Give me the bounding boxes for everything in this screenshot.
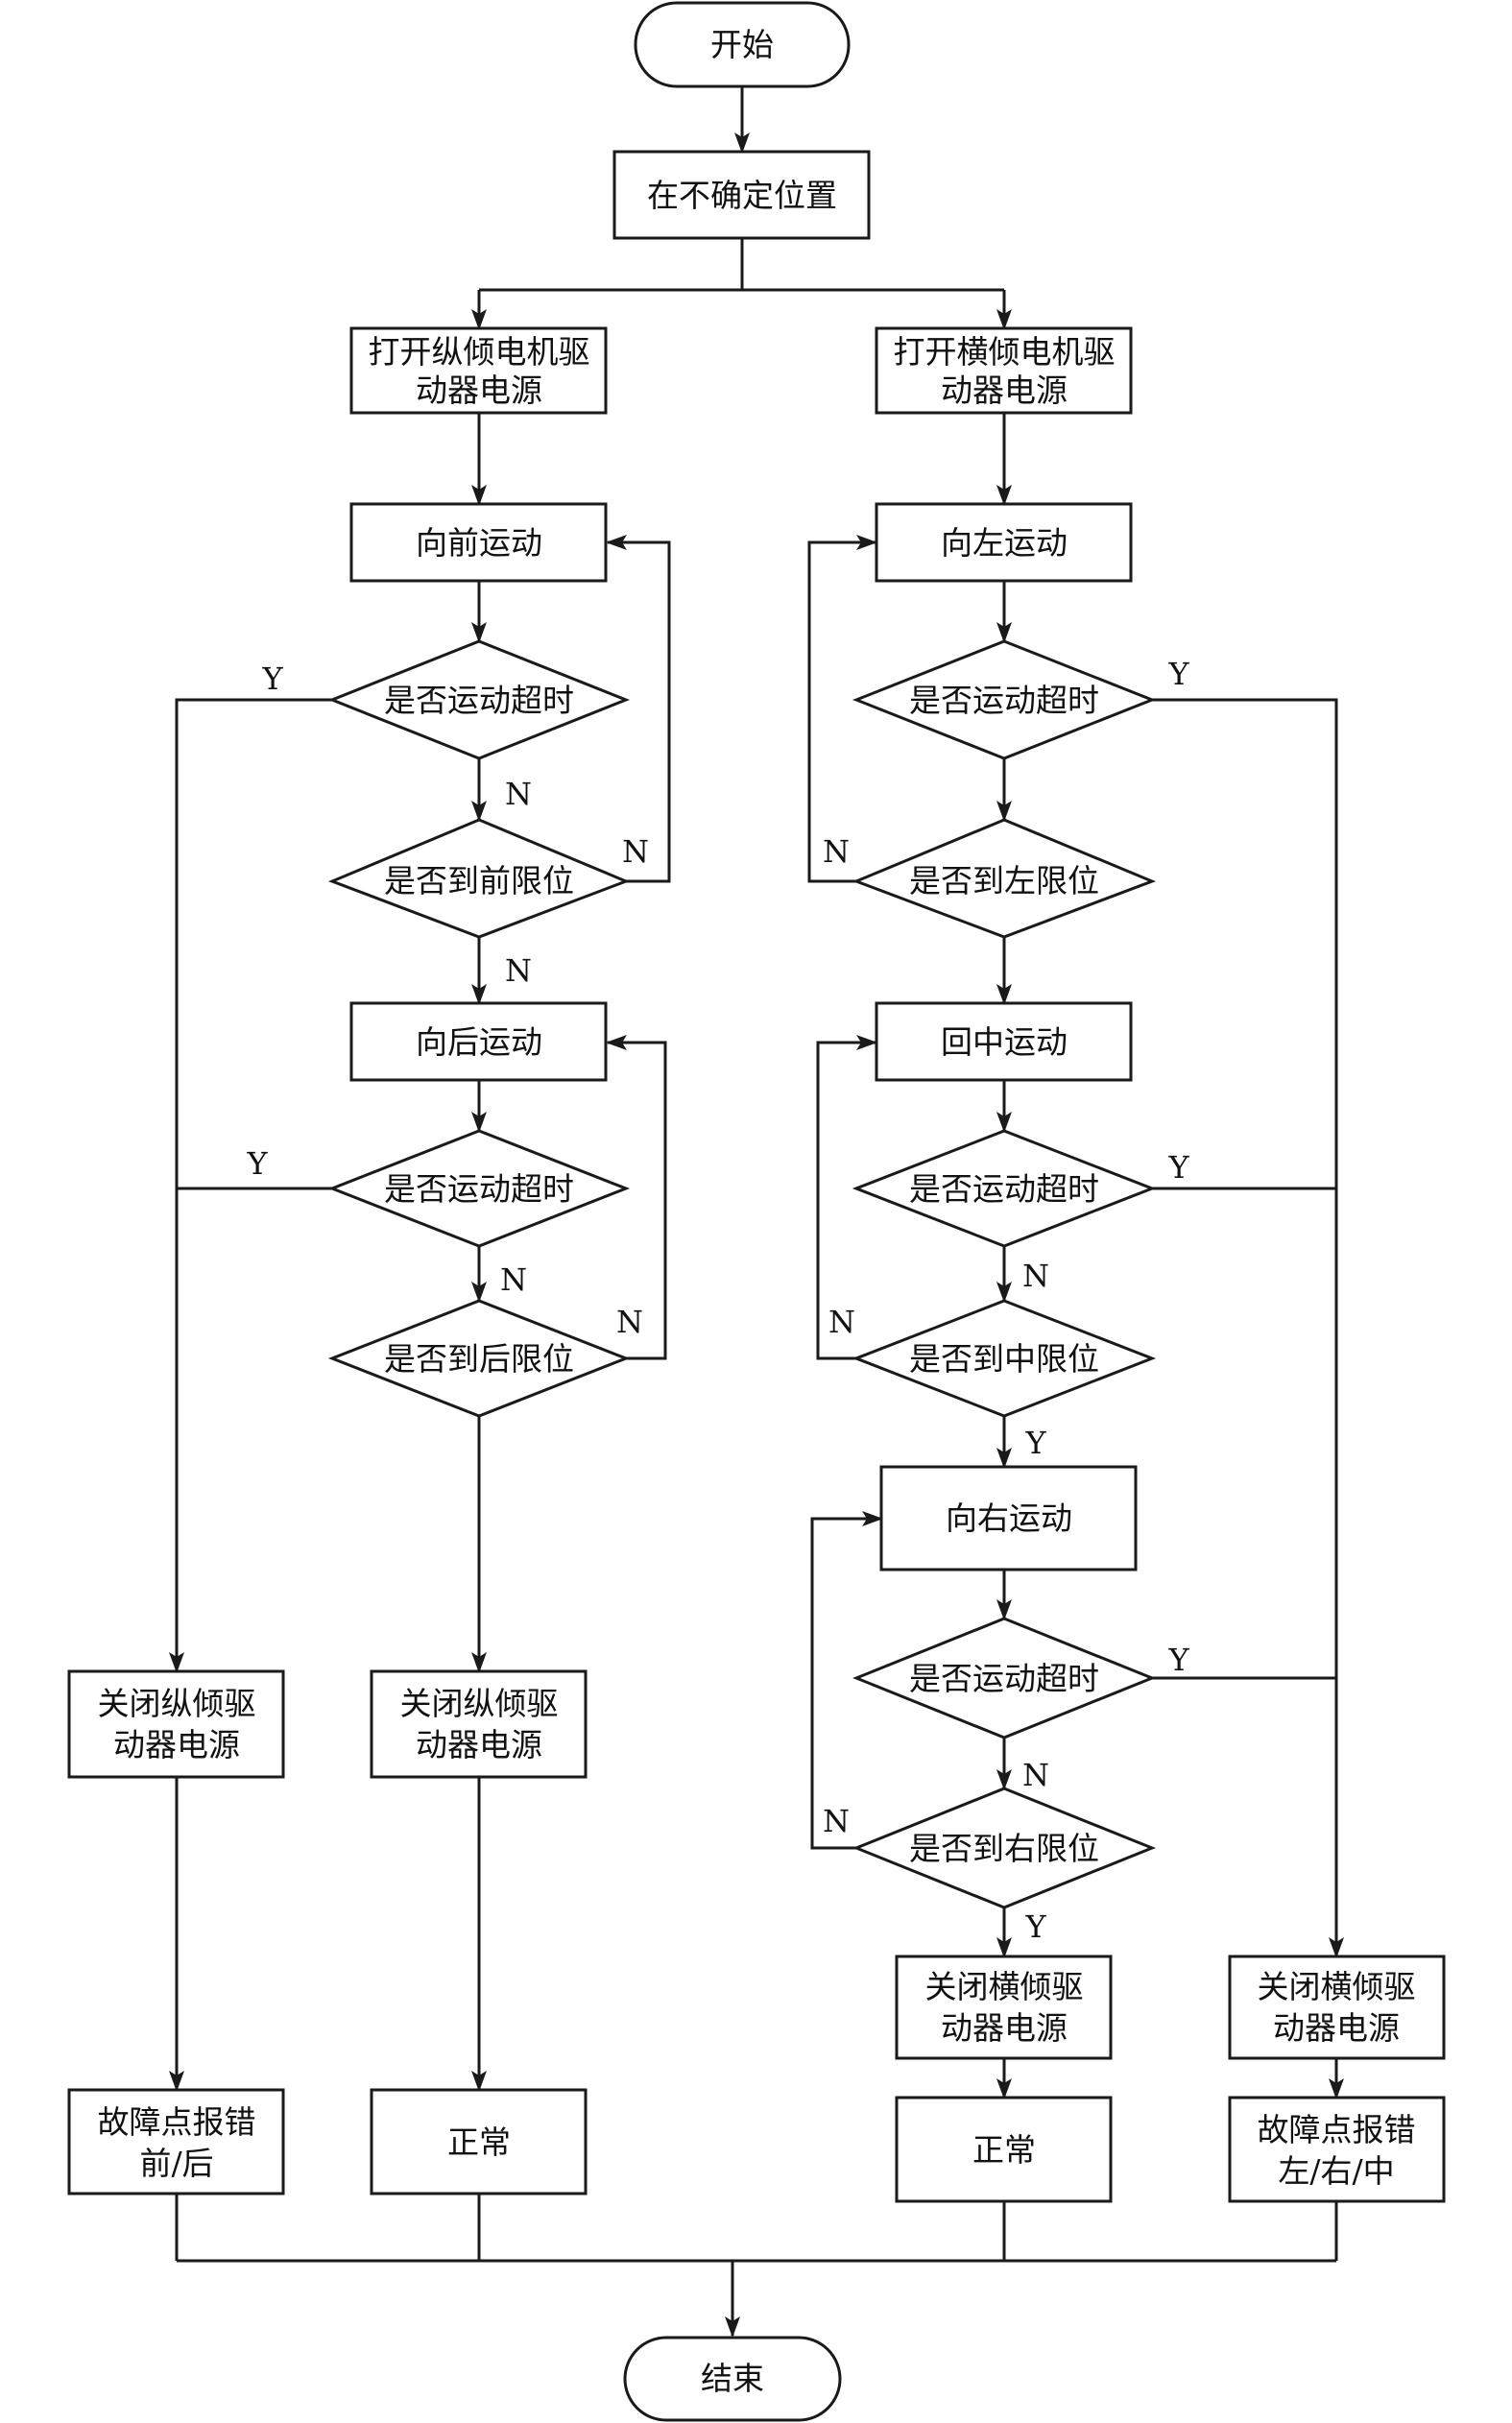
close-roll-power-fault-line1: 关闭横倾驱 bbox=[1258, 1968, 1416, 2005]
close-roll-power-ok-box bbox=[895, 1955, 1113, 2060]
label-y-limit-right: Y bbox=[1024, 1908, 1046, 1945]
label-n-limit-front: N bbox=[622, 833, 649, 870]
timeout-backward-label: 是否运动超时 bbox=[384, 1170, 574, 1208]
timeout-center-label: 是否运动超时 bbox=[909, 1170, 1099, 1208]
limit-right-label: 是否到右限位 bbox=[909, 1830, 1099, 1867]
move-forward-label: 向前运动 bbox=[416, 524, 542, 562]
label-y-timeout-forward: Y bbox=[261, 660, 283, 697]
fault-roll-line2: 左/右/中 bbox=[1278, 2152, 1394, 2190]
close-roll-power-fault-line2: 动器电源 bbox=[1273, 2009, 1400, 2047]
move-forward-box bbox=[349, 502, 608, 583]
open-roll-power-line1: 打开横倾电机驱 bbox=[894, 333, 1116, 371]
fault-roll-line1: 故障点报错 bbox=[1258, 2111, 1416, 2148]
close-roll-power-ok-line2: 动器电源 bbox=[941, 2009, 1068, 2047]
connectors bbox=[169, 86, 1344, 2338]
timeout-right-label: 是否运动超时 bbox=[909, 1660, 1099, 1697]
limit-left-label: 是否到左限位 bbox=[909, 862, 1099, 900]
open-roll-power-line2: 动器电源 bbox=[941, 372, 1068, 409]
close-pitch-power-fault-box bbox=[67, 1669, 285, 1779]
edge-limitcenter-loop bbox=[816, 1035, 877, 1360]
label-n-limit-center: N bbox=[828, 1304, 855, 1340]
label-n-limit-back: N bbox=[616, 1304, 643, 1340]
uncertain-position-label: 在不确定位置 bbox=[647, 177, 837, 214]
label-n-limit-right: N bbox=[823, 1803, 850, 1839]
edge-limitright-loop bbox=[810, 1511, 883, 1850]
end-label: 结束 bbox=[701, 2360, 764, 2397]
open-pitch-power-line1: 打开纵倾电机驱 bbox=[369, 333, 590, 371]
start-terminal bbox=[634, 1, 851, 88]
limit-back-label: 是否到后限位 bbox=[384, 1340, 574, 1378]
fault-pitch-box bbox=[67, 2088, 285, 2195]
edge-limitfront-loop bbox=[606, 535, 671, 883]
normal-roll-box bbox=[895, 2096, 1113, 2203]
limit-right-decision bbox=[852, 1787, 1157, 1909]
limit-back-decision bbox=[327, 1299, 631, 1418]
label-y-limit-center: Y bbox=[1024, 1425, 1046, 1461]
normal-pitch-label: 正常 bbox=[447, 2123, 511, 2161]
timeout-backward-decision bbox=[327, 1129, 631, 1248]
close-pitch-power-fault-line1: 关闭纵倾驱 bbox=[98, 1685, 256, 1722]
fault-pitch-line2: 前/后 bbox=[139, 2145, 213, 2182]
limit-front-label: 是否到前限位 bbox=[384, 862, 574, 900]
normal-pitch-box bbox=[370, 2088, 588, 2195]
move-left-box bbox=[875, 502, 1133, 583]
move-center-label: 回中运动 bbox=[941, 1023, 1068, 1061]
label-y-timeout-center: Y bbox=[1167, 1149, 1189, 1186]
timeout-left-label: 是否运动超时 bbox=[909, 682, 1099, 719]
normal-roll-label: 正常 bbox=[972, 2131, 1036, 2169]
timeout-forward-label: 是否运动超时 bbox=[384, 682, 574, 719]
nodes: 开始 在不确定位置 打开纵倾电机驱 动器电源 打开横倾电机驱 动器电源 向前运动… bbox=[67, 1, 1446, 2422]
label-n-timeout-center: N bbox=[1022, 1258, 1049, 1294]
move-right-label: 向右运动 bbox=[946, 1499, 1072, 1537]
move-backward-box bbox=[349, 1001, 608, 1082]
start-label: 开始 bbox=[710, 26, 774, 63]
move-right-box bbox=[879, 1465, 1138, 1571]
close-pitch-power-ok-line2: 动器电源 bbox=[416, 1726, 542, 1763]
fault-roll-box bbox=[1228, 2096, 1446, 2203]
close-roll-power-fault-box bbox=[1228, 1955, 1446, 2060]
move-left-label: 向左运动 bbox=[941, 524, 1068, 562]
move-center-box bbox=[875, 1001, 1133, 1082]
edge-limitback-loop bbox=[606, 1035, 667, 1360]
edge-right-timeout-bar bbox=[1152, 698, 1338, 1188]
edge-timeout-fault-bar bbox=[175, 698, 332, 1188]
limit-left-decision bbox=[852, 818, 1157, 939]
timeout-center-decision bbox=[852, 1129, 1157, 1248]
edge-limitleft-loop bbox=[807, 535, 877, 883]
label-y-timeout-backward: Y bbox=[246, 1145, 268, 1182]
timeout-left-decision bbox=[852, 639, 1157, 760]
close-pitch-power-ok-line1: 关闭纵倾驱 bbox=[400, 1685, 559, 1722]
end-terminal bbox=[623, 2336, 842, 2422]
limit-front-decision bbox=[327, 818, 631, 939]
close-pitch-power-ok-box bbox=[370, 1669, 588, 1779]
fault-pitch-line1: 故障点报错 bbox=[98, 2103, 256, 2141]
close-pitch-power-fault-line2: 动器电源 bbox=[113, 1726, 240, 1763]
close-roll-power-ok-line1: 关闭横倾驱 bbox=[925, 1968, 1084, 2005]
label-n-limit-front-down: N bbox=[505, 952, 532, 989]
label-n-limit-left: N bbox=[823, 833, 850, 870]
open-roll-power-box bbox=[875, 326, 1133, 415]
label-n-timeout-backward: N bbox=[500, 1261, 527, 1298]
open-pitch-power-box bbox=[349, 326, 608, 415]
limit-center-decision bbox=[852, 1299, 1157, 1418]
open-pitch-power-line2: 动器电源 bbox=[416, 372, 542, 409]
uncertain-position-box bbox=[612, 150, 871, 240]
edge-labels: Y N N N Y N N Y N Y N N Y Y N N Y bbox=[246, 656, 1189, 1945]
label-y-timeout-right: Y bbox=[1167, 1642, 1189, 1678]
label-n-timeout-forward: N bbox=[505, 776, 532, 812]
limit-center-label: 是否到中限位 bbox=[909, 1340, 1099, 1378]
label-n-timeout-right: N bbox=[1022, 1757, 1049, 1793]
timeout-forward-decision bbox=[327, 639, 631, 760]
label-y-timeout-left: Y bbox=[1167, 656, 1189, 692]
timeout-right-decision bbox=[852, 1617, 1157, 1739]
move-backward-label: 向后运动 bbox=[416, 1023, 542, 1061]
